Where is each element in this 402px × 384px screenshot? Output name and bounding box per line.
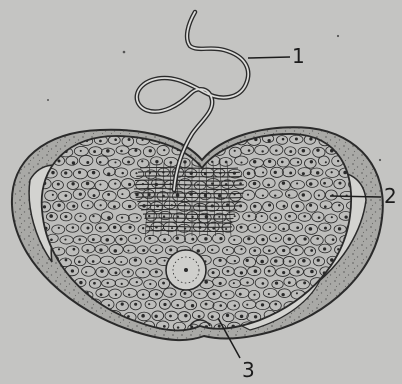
leader-line-2: [330, 196, 381, 197]
leader-line-1: [248, 57, 290, 58]
label-1: 1: [292, 46, 305, 66]
label-2: 2: [384, 186, 397, 206]
label-3: 3: [242, 360, 255, 380]
